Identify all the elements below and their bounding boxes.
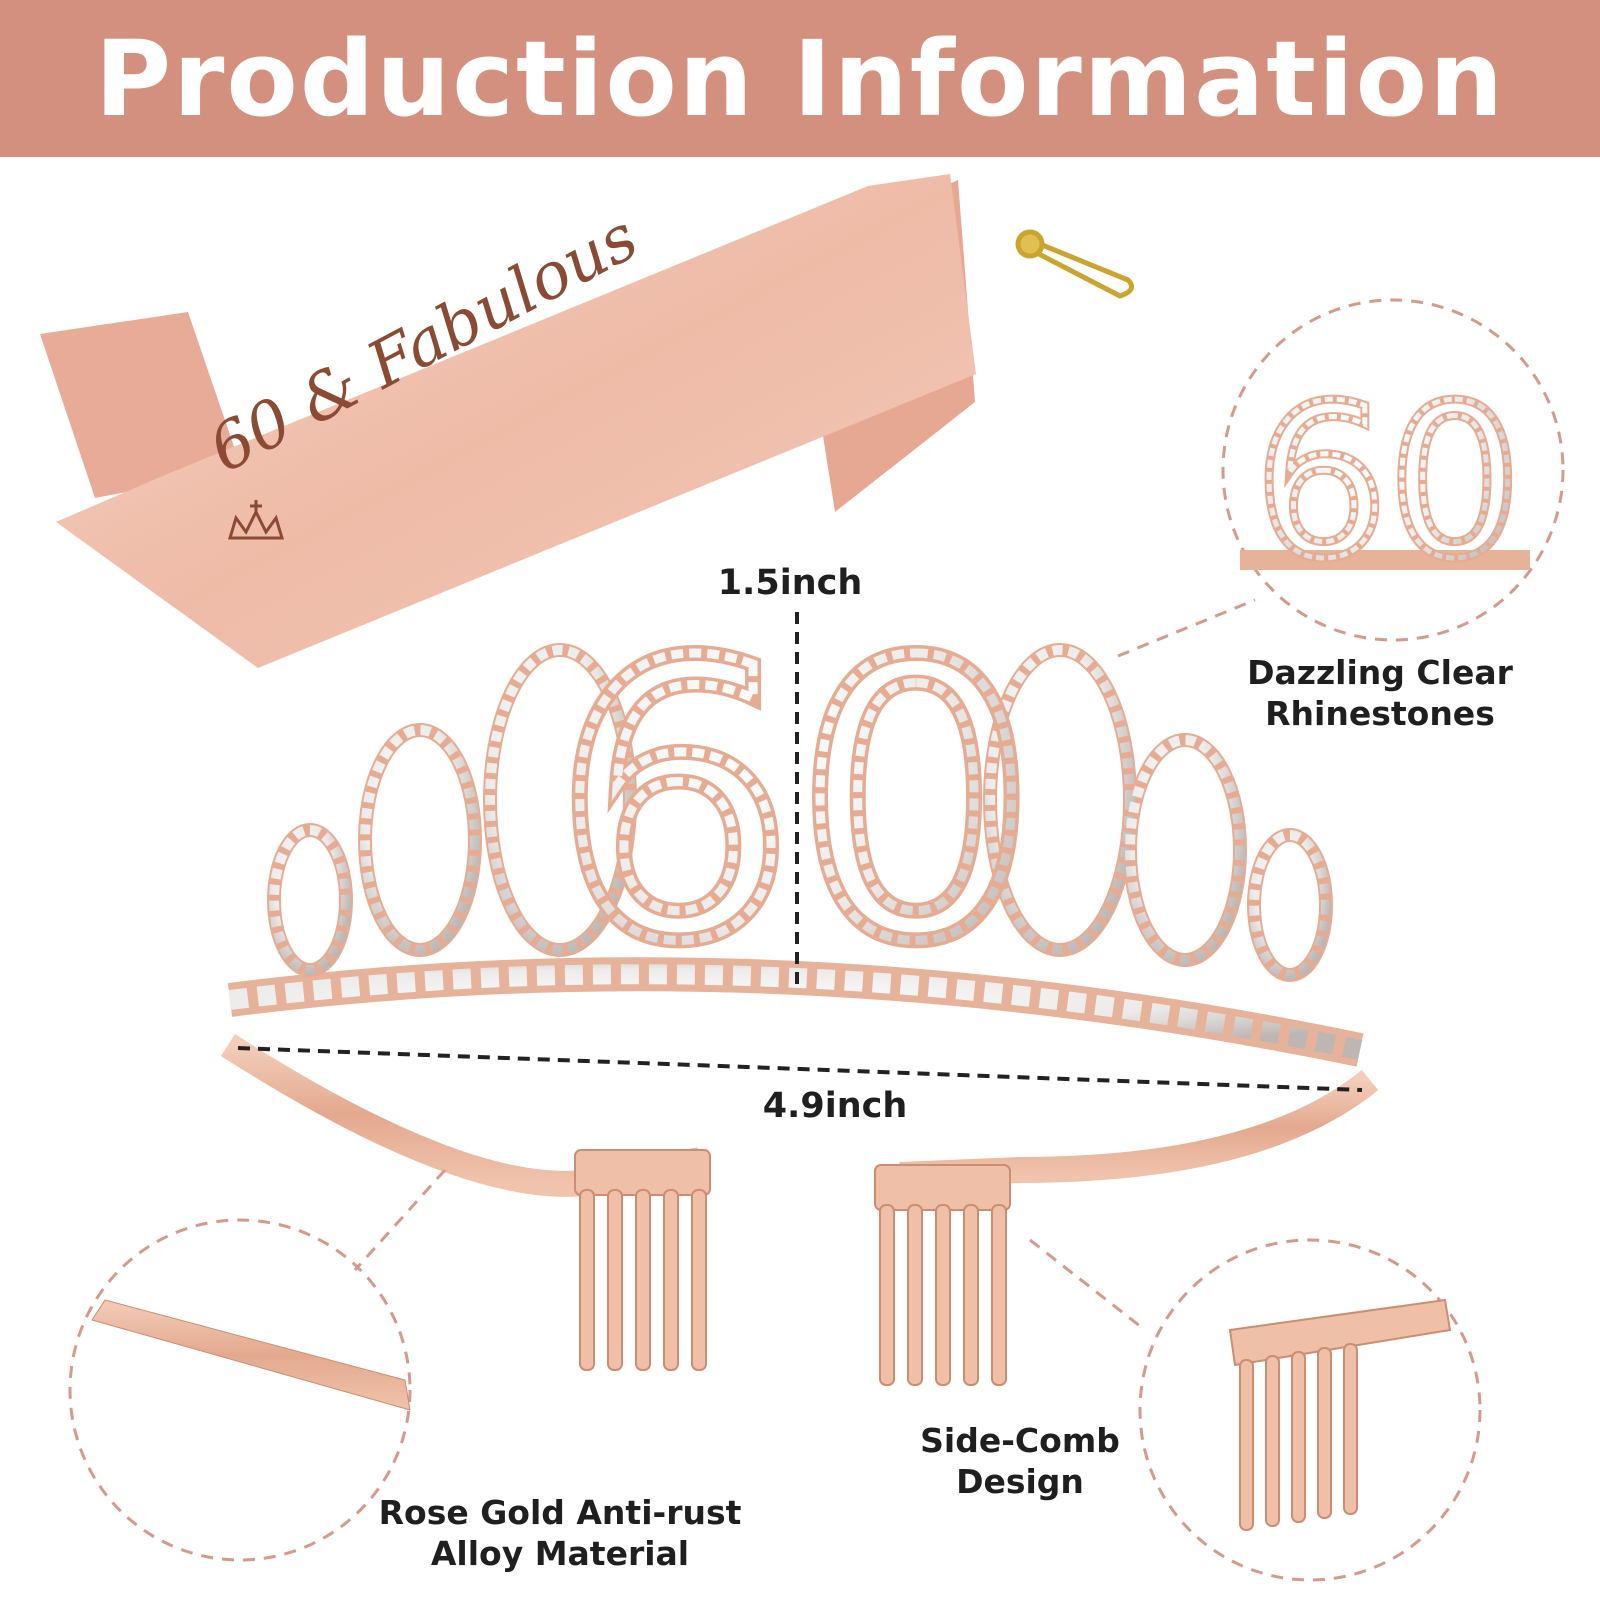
- tiara-band-right: [899, 1069, 1379, 1188]
- rhinestones-callout-line1: Dazzling Clear: [1247, 653, 1513, 692]
- tiara-swirl-stones: [269, 645, 1331, 980]
- tiara-rhinestone-row: [228, 964, 1363, 1060]
- tiara-band-left: [220, 1034, 703, 1197]
- header-banner: Production Information: [0, 0, 1600, 157]
- comb-callout: Side-Comb Design: [880, 1420, 1160, 1503]
- comb-right: [874, 1164, 1011, 1386]
- banner-title: Production Information: [94, 17, 1506, 140]
- tiara: 60 60: [220, 574, 1379, 1386]
- sash-band: [56, 174, 976, 668]
- svg-text:60: 60: [1254, 360, 1521, 605]
- comb-callout-line1: Side-Comb: [920, 1421, 1120, 1460]
- width-measurement: 4.9inch: [762, 1086, 908, 1126]
- sash-left-tail: [40, 312, 242, 498]
- width-measure-line: [237, 1046, 1363, 1092]
- rhinestone-leader-line: [1117, 598, 1256, 658]
- crown-icon: [227, 500, 285, 540]
- comb-leader-line: [1029, 1238, 1146, 1332]
- svg-text:60: 60: [1254, 360, 1521, 605]
- rhinestones-callout-line2: Rhinestones: [1265, 694, 1495, 734]
- comb-detail-circle: [1138, 1238, 1482, 1582]
- height-measurement: 1.5inch: [717, 563, 863, 603]
- alloy-callout: Rose Gold Anti-rust Alloy Material: [370, 1492, 750, 1575]
- alloy-detail: [91, 1299, 411, 1411]
- rhinestone-detail-circle: [1221, 298, 1565, 642]
- alloy-callout-line1: Rose Gold Anti-rust: [378, 1493, 742, 1532]
- rhinestones-callout: Dazzling Clear Rhinestones: [1230, 652, 1530, 735]
- sash: [40, 174, 976, 668]
- alloy-detail-circle: [68, 1218, 412, 1562]
- rhinestone-detail: 60 60: [1240, 356, 1530, 610]
- safety-pin-icon: [1015, 229, 1135, 299]
- comb-detail: [1228, 1298, 1452, 1531]
- alloy-callout-line2: Alloy Material: [430, 1534, 690, 1574]
- comb-callout-line2: Design: [956, 1462, 1084, 1502]
- alloy-leader-line: [353, 1168, 447, 1272]
- comb-left: [574, 1149, 711, 1371]
- callout-circles: [68, 298, 1565, 1582]
